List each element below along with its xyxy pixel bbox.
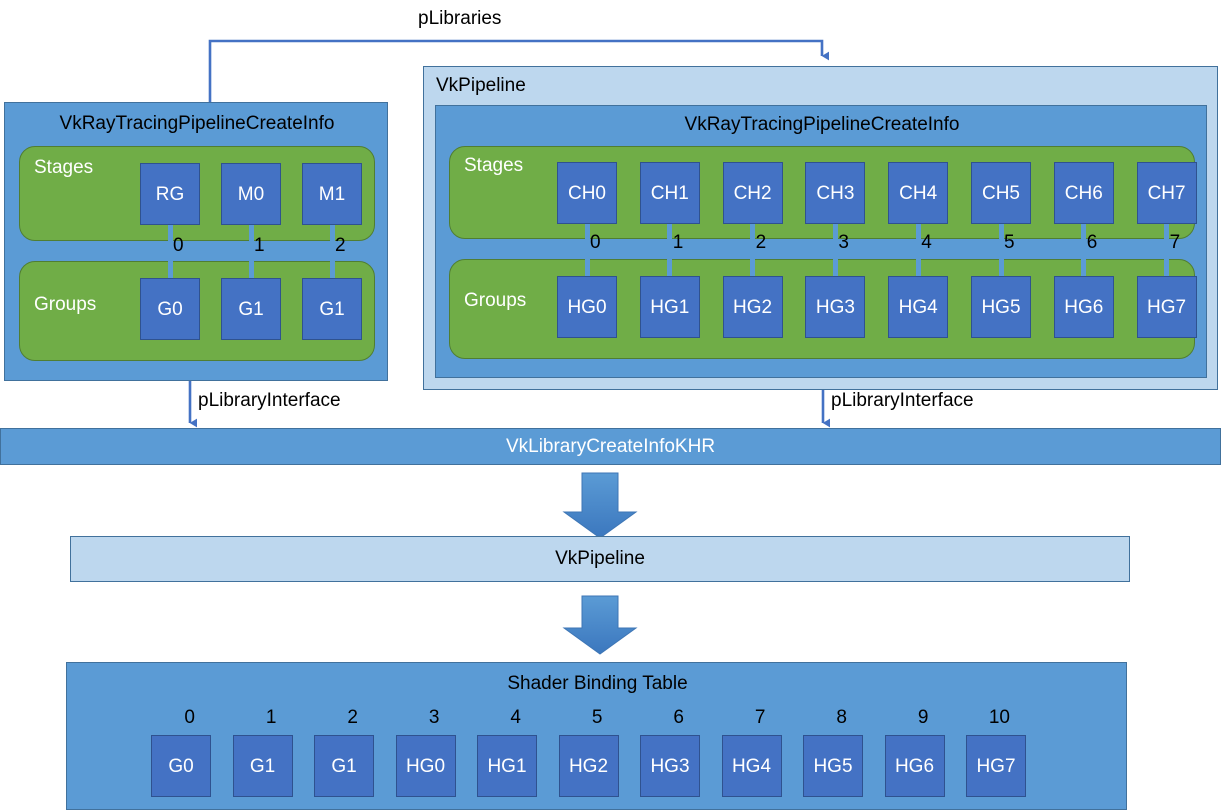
right-stage-box-CH6[interactable]: CH6 bbox=[1053, 162, 1114, 224]
sbt-entry-10[interactable]: HG7 bbox=[966, 735, 1026, 797]
right-connector-0 bbox=[584, 224, 590, 276]
right-group-box-HG1[interactable]: HG1 bbox=[639, 276, 700, 338]
left-connector-0 bbox=[167, 225, 173, 278]
right-index-labels: 0 1 2 3 4 5 6 7 bbox=[436, 106, 1208, 379]
left-stage-box-RG[interactable]: RG bbox=[140, 163, 200, 225]
right-index-label-2: 2 bbox=[755, 232, 767, 253]
left-create-info-box: VkRayTracingPipelineCreateInfo Stages Gr… bbox=[4, 102, 388, 381]
shader-binding-table-title: Shader Binding Table bbox=[507, 673, 688, 694]
sbt-index-label-2: 2 bbox=[347, 707, 358, 728]
sbt-index-label-5: 5 bbox=[591, 707, 603, 728]
right-index-label-4: 4 bbox=[921, 232, 932, 253]
right-index-label-1: 1 bbox=[672, 232, 684, 253]
sbt-index-label-3: 3 bbox=[428, 707, 440, 728]
right-pipeline-box: VkPipeline VkRayTracingPipelineCreateInf… bbox=[423, 66, 1218, 390]
left-group-box-2[interactable]: G1 bbox=[302, 278, 362, 340]
left-index-label-1: 1 bbox=[254, 235, 265, 256]
left-groups-label: Groups bbox=[34, 294, 97, 315]
sbt-entry-0[interactable]: G0 bbox=[151, 735, 211, 797]
right-connector-3 bbox=[832, 224, 838, 276]
sbt-entry-4[interactable]: HG1 bbox=[477, 735, 537, 797]
p-library-interface-left-label: pLibraryInterface bbox=[198, 390, 341, 411]
right-connector-7 bbox=[1164, 224, 1170, 276]
right-stage-box-CH7[interactable]: CH7 bbox=[1136, 162, 1197, 224]
left-index-labels: 0 1 2 bbox=[5, 103, 389, 382]
right-stage-box-CH2[interactable]: CH2 bbox=[722, 162, 783, 224]
right-stage-box-CH5[interactable]: CH5 bbox=[971, 162, 1031, 224]
sbt-index-label-6: 6 bbox=[673, 707, 684, 728]
left-connector-2 bbox=[329, 225, 335, 278]
right-connector-1 bbox=[667, 224, 673, 276]
right-index-label-7: 7 bbox=[1169, 232, 1181, 253]
sbt-index-label-9: 9 bbox=[917, 707, 929, 728]
p-libraries-label: pLibraries bbox=[418, 8, 502, 29]
left-group-boxes: G0 G1 G1 bbox=[5, 103, 389, 382]
right-stages-label: Stages bbox=[464, 155, 524, 176]
left-index-label-2: 2 bbox=[335, 235, 346, 256]
right-index-label-3: 3 bbox=[838, 232, 849, 253]
library-create-info-bar: VkLibraryCreateInfoKHR bbox=[0, 428, 1221, 465]
right-connector-4 bbox=[915, 224, 921, 276]
right-group-box-HG3[interactable]: HG3 bbox=[805, 276, 866, 338]
right-index-label-5: 5 bbox=[1004, 232, 1015, 253]
right-pipeline-title: VkPipeline bbox=[436, 75, 526, 96]
left-connector-1 bbox=[248, 225, 254, 278]
sbt-index-label-8: 8 bbox=[836, 707, 847, 728]
sbt-entry-2[interactable]: G1 bbox=[314, 735, 374, 797]
right-create-info-title: VkRayTracingPipelineCreateInfo bbox=[684, 114, 960, 135]
right-connectors bbox=[436, 106, 1208, 379]
pipeline-bar-title: VkPipeline bbox=[555, 548, 645, 569]
sbt-index-label-4: 4 bbox=[510, 707, 521, 728]
left-stage-box-M1[interactable]: M1 bbox=[302, 163, 362, 225]
right-group-box-HG4[interactable]: HG4 bbox=[888, 276, 949, 338]
right-stage-box-CH0[interactable]: CH0 bbox=[557, 162, 617, 224]
left-stages-label: Stages bbox=[34, 157, 94, 178]
sbt-entry-1[interactable]: G1 bbox=[232, 735, 293, 797]
sbt-entry-5[interactable]: HG2 bbox=[558, 735, 619, 797]
right-group-box-HG0[interactable]: HG0 bbox=[557, 276, 617, 338]
right-index-label-6: 6 bbox=[1086, 232, 1098, 253]
left-create-info-title: VkRayTracingPipelineCreateInfo bbox=[59, 113, 335, 134]
right-group-boxes: HG0 HG1 HG2 HG3 HG4 HG5 HG6 HG7 bbox=[436, 106, 1208, 379]
sbt-index-label-1: 1 bbox=[265, 707, 277, 728]
p-library-interface-right-label: pLibraryInterface bbox=[831, 390, 974, 411]
right-stage-box-CH4[interactable]: CH4 bbox=[888, 162, 949, 224]
left-index-label-0: 0 bbox=[173, 235, 184, 256]
left-group-box-0[interactable]: G0 bbox=[140, 278, 200, 340]
right-group-box-HG7[interactable]: HG7 bbox=[1136, 276, 1197, 338]
sbt-entry-3[interactable]: HG0 bbox=[395, 735, 456, 797]
right-index-label-0: 0 bbox=[590, 232, 601, 253]
right-group-box-HG5[interactable]: HG5 bbox=[971, 276, 1031, 338]
sbt-index-label-0: 0 bbox=[184, 707, 195, 728]
left-stage-box-M0[interactable]: M0 bbox=[221, 163, 281, 225]
sbt-index-label-10: 10 bbox=[988, 707, 1010, 728]
sbt-entry-6[interactable]: HG3 bbox=[640, 735, 700, 797]
right-stage-boxes: CH0 CH1 CH2 CH3 CH4 CH5 CH6 CH7 bbox=[436, 106, 1208, 379]
right-connector-2 bbox=[750, 224, 756, 276]
sbt-entry-7[interactable]: HG4 bbox=[721, 735, 782, 797]
right-stage-box-CH1[interactable]: CH1 bbox=[639, 162, 700, 224]
block-arrow-to-pipeline bbox=[562, 472, 638, 539]
right-stage-box-CH3[interactable]: CH3 bbox=[805, 162, 866, 224]
left-stage-boxes: RG M0 M1 bbox=[5, 103, 389, 382]
library-create-info-bar-title: VkLibraryCreateInfoKHR bbox=[505, 435, 716, 457]
right-create-info-box: VkRayTracingPipelineCreateInfo Stages Gr… bbox=[435, 105, 1207, 378]
sbt-entry-9[interactable]: HG6 bbox=[884, 735, 945, 797]
right-connector-5 bbox=[998, 224, 1004, 276]
left-group-box-1[interactable]: G1 bbox=[221, 278, 281, 340]
left-connectors bbox=[5, 103, 389, 382]
right-group-box-HG2[interactable]: HG2 bbox=[722, 276, 783, 338]
right-group-box-HG6[interactable]: HG6 bbox=[1053, 276, 1114, 338]
right-connector-6 bbox=[1081, 224, 1087, 276]
block-arrow-to-sbt bbox=[562, 595, 638, 655]
right-groups-label: Groups bbox=[464, 290, 527, 311]
sbt-entry-8[interactable]: HG5 bbox=[803, 735, 863, 797]
sbt-index-label-7: 7 bbox=[754, 707, 766, 728]
pipeline-bar: VkPipeline bbox=[70, 536, 1130, 582]
